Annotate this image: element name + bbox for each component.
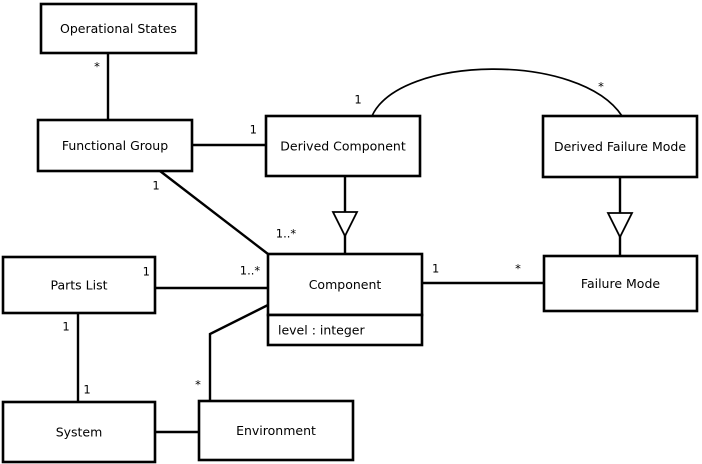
class-name-compartment <box>39 2 198 55</box>
association-derivedcomponent-derivedfailuremode <box>371 68 623 117</box>
class-name-label: Parts List <box>50 278 107 293</box>
uml-class-derived-failure-mode[interactable]: Derived Failure Mode <box>541 114 699 179</box>
association-derivedcomponent-component-generalization <box>331 176 359 254</box>
generalization-triangle-icon <box>331 211 359 239</box>
multiplicity-label: 1 <box>250 123 257 137</box>
class-name-compartment <box>1 400 157 464</box>
class-name-label: Derived Failure Mode <box>554 139 686 154</box>
multiplicity-label: 1 <box>83 383 90 397</box>
link-line-component-environment <box>208 303 269 401</box>
multiplicity-label: 1 <box>152 179 159 193</box>
uml-class-failure-mode[interactable]: Failure Mode <box>542 254 699 313</box>
uml-class-system[interactable]: System <box>1 400 157 464</box>
multiplicity-label: 1..* <box>276 227 297 241</box>
class-name-label: Environment <box>236 423 316 438</box>
multiplicity-label: 1 <box>432 262 439 276</box>
multiplicity-label: * <box>598 80 604 94</box>
class-name-compartment <box>36 118 194 173</box>
link-line-functionalgroup-component <box>159 170 269 255</box>
class-name-label: Component <box>309 277 382 292</box>
class-attribute-label: level : integer <box>278 323 365 338</box>
class-name-compartment <box>1 255 157 315</box>
uml-class-environment[interactable]: Environment <box>197 399 355 462</box>
multiplicity-labels-layer: * 1 1 1..* 1 * 1 1..* 1 * 1 1 * <box>62 60 604 397</box>
class-name-compartment <box>197 399 355 462</box>
class-attribute-compartment <box>266 313 424 347</box>
multiplicity-label: 1..* <box>240 264 261 278</box>
multiplicity-label: * <box>195 378 201 392</box>
class-name-compartment <box>542 254 699 313</box>
multiplicity-label: 1 <box>62 320 69 334</box>
class-name-label: Functional Group <box>62 138 168 153</box>
association-component-environment <box>208 303 269 401</box>
class-name-label: Failure Mode <box>581 276 660 291</box>
uml-class-derived-component[interactable]: Derived Component <box>264 114 422 178</box>
uml-class-component[interactable]: Component level : integer <box>266 252 424 347</box>
multiplicity-label: 1 <box>143 265 150 279</box>
class-name-compartment <box>264 114 422 178</box>
uml-class-parts-list[interactable]: Parts List <box>1 255 157 315</box>
generalization-triangle-icon <box>606 212 634 240</box>
associations-layer <box>76 53 634 434</box>
class-name-label: System <box>56 425 103 440</box>
multiplicity-label: * <box>515 262 521 276</box>
uml-class-operational-states[interactable]: Operational States <box>39 2 198 55</box>
multiplicity-label: 1 <box>354 93 361 107</box>
class-name-compartment <box>541 114 699 179</box>
association-derivedfailuremode-failuremode-generalization <box>606 177 634 256</box>
class-name-label: Derived Component <box>280 139 406 154</box>
class-name-label: Operational States <box>60 21 177 36</box>
multiplicity-label: * <box>94 60 100 74</box>
association-functionalgroup-component <box>159 170 269 255</box>
class-name-compartment <box>266 252 424 317</box>
link-line-derivedcomponent-derivedfailuremode <box>371 68 623 117</box>
uml-class-functional-group[interactable]: Functional Group <box>36 118 194 173</box>
